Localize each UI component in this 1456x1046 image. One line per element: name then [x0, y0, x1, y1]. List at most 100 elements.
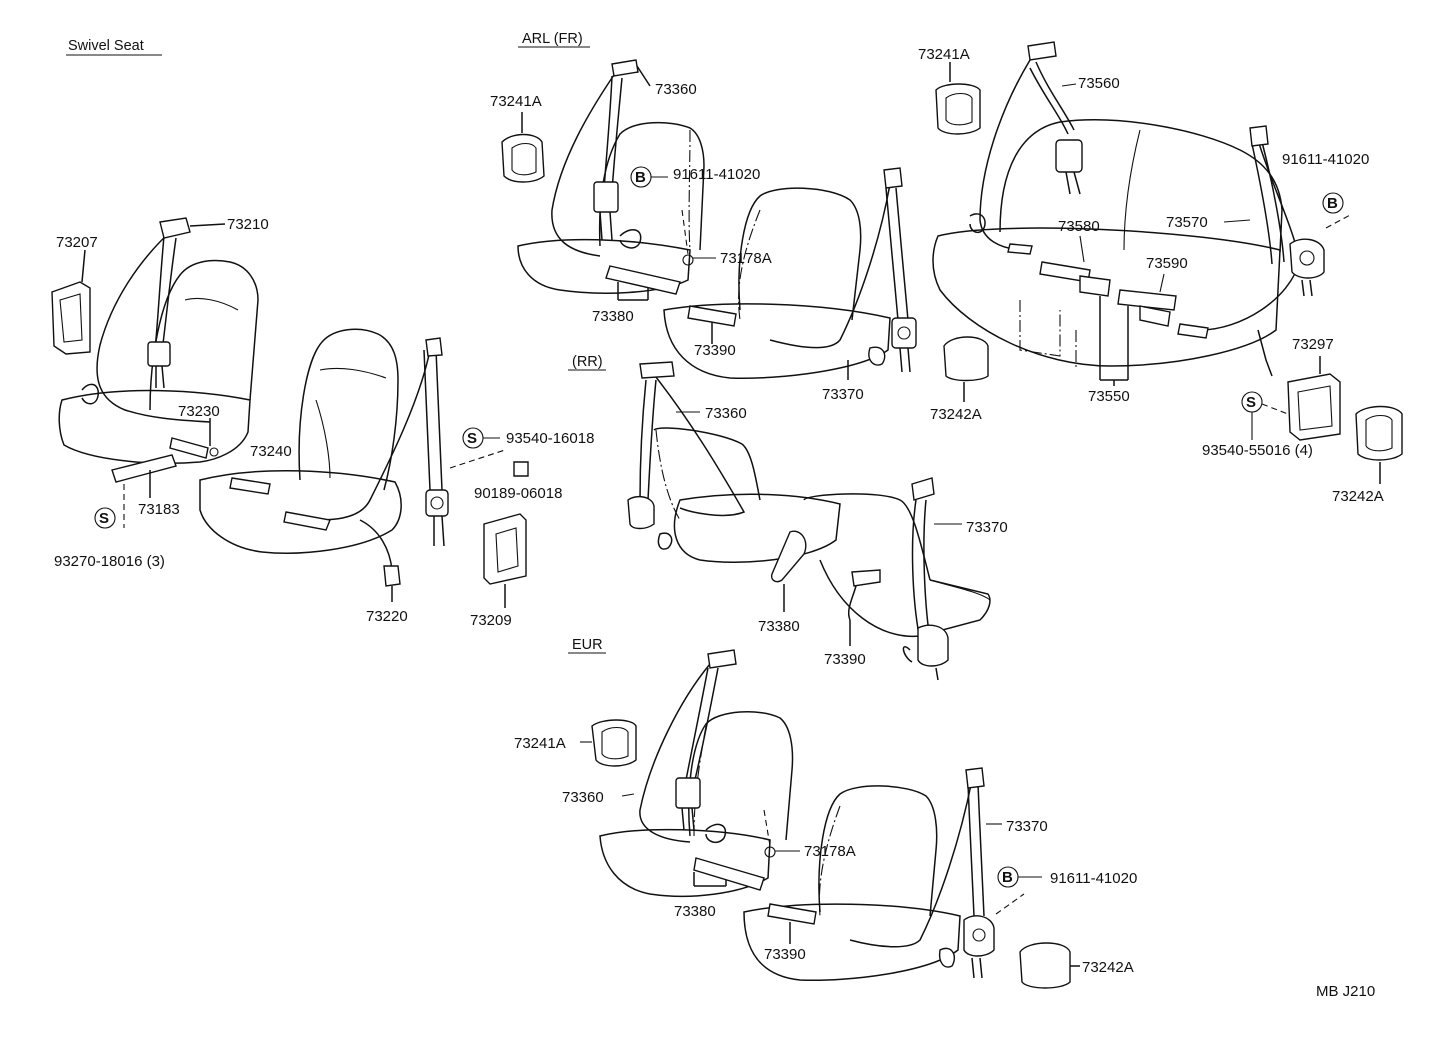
part-eur-73242a-cover — [1019, 942, 1071, 989]
part-bench-73590-buckle — [1117, 289, 1177, 311]
label-swivel-73240: 73240 — [250, 443, 292, 460]
section-title-rr: (RR) — [568, 354, 606, 371]
section-title-swivel-seat: Swivel Seat — [66, 38, 162, 56]
label-bench-73570: 73570 — [1166, 214, 1208, 231]
marker-b-text: B — [1327, 195, 1338, 212]
part-bench-73297-cover — [1287, 373, 1341, 441]
label-eur-73178a: 73178A — [804, 843, 856, 860]
rr-right-seat-cushion — [819, 559, 991, 638]
part-arl-73390-buckle — [687, 305, 737, 327]
part-bench-73241a-cover — [935, 83, 981, 135]
part-arl-73178a-bolt — [682, 254, 694, 266]
part-bench-73242a-cover — [1355, 405, 1403, 461]
swivel-seat-group — [51, 217, 529, 608]
part-73207-cover — [51, 281, 91, 355]
rr-rear-group — [627, 361, 991, 681]
marker-s-bench: S — [1241, 391, 1263, 440]
label-bench-93540: 93540-55016 (4) — [1202, 442, 1313, 459]
label-rr-73380: 73380 — [758, 618, 800, 635]
part-73210-anchor — [159, 217, 191, 239]
label-arl-73390: 73390 — [694, 342, 736, 359]
label-swivel-73220: 73220 — [366, 608, 408, 625]
marker-b-text: B — [635, 169, 646, 186]
marker-s-text: S — [467, 430, 477, 447]
bench-seat-cushion — [932, 227, 1281, 367]
label-swivel-73209: 73209 — [470, 612, 512, 629]
part-rr-73360-anchor — [639, 361, 675, 379]
rr-right-seat-back — [803, 493, 931, 581]
part-bench-73570-retractor — [1289, 238, 1325, 279]
label-eur-73370: 73370 — [1006, 818, 1048, 835]
label-bench-73580: 73580 — [1058, 218, 1100, 235]
label-rr-73360: 73360 — [705, 405, 747, 422]
label-bench-73297: 73297 — [1292, 336, 1334, 353]
eur-group — [591, 649, 1080, 989]
label-arl-73380: 73380 — [592, 308, 634, 325]
section-title-arl-fr: ARL (FR) — [518, 31, 590, 48]
part-arl-73380-buckle — [605, 265, 681, 295]
label-eur-73242a: 73242A — [1082, 959, 1134, 976]
label-swivel-93540: 93540-16018 — [506, 430, 594, 447]
swivel-front-belt-webbing — [299, 349, 431, 521]
bench-seat-group — [932, 41, 1403, 484]
part-eur-73380-buckle — [693, 857, 765, 891]
label-eur-73360: 73360 — [562, 789, 604, 806]
label-swivel-93270: 93270-18016 (3) — [54, 553, 165, 570]
part-arl-73360-anchor — [611, 59, 639, 77]
marker-s-text: S — [1246, 394, 1256, 411]
rr-left-belt-webbing — [639, 379, 657, 501]
diagram-code: MB J210 — [1316, 983, 1375, 1000]
arl-passenger-belt-webbing — [769, 183, 891, 349]
arl-front-group — [501, 59, 989, 402]
label-arl-73242a: 73242A — [930, 406, 982, 423]
label-swivel-73207: 73207 — [56, 234, 98, 251]
section-title-rr-text: (RR) — [572, 354, 603, 370]
label-bench-73550: 73550 — [1088, 388, 1130, 405]
label-bench-73241a: 73241A — [918, 46, 970, 63]
marker-s-text: S — [99, 510, 109, 527]
marker-b-eur: B — [997, 866, 1042, 888]
part-73230-buckle — [169, 437, 209, 459]
label-arl-73241a: 73241A — [490, 93, 542, 110]
label-rr-73370: 73370 — [966, 519, 1008, 536]
section-title-swivel-text: Swivel Seat — [68, 38, 144, 54]
label-bench-73590: 73590 — [1146, 255, 1188, 272]
arl-driver-belt-webbing — [551, 71, 617, 257]
rr-left-seat-back — [653, 427, 761, 501]
label-arl-73360: 73360 — [655, 81, 697, 98]
marker-b-text: B — [1002, 869, 1013, 886]
part-rr-73380-buckle — [770, 530, 807, 583]
part-73183-plate — [111, 454, 177, 483]
section-title-eur: EUR — [568, 637, 606, 654]
part-eur-73178a-bolt — [764, 846, 776, 858]
label-eur-73380: 73380 — [674, 903, 716, 920]
marker-b-bench: B — [1322, 192, 1344, 214]
eur-passenger-seat-back — [818, 785, 938, 917]
section-title-eur-text: EUR — [572, 637, 603, 653]
label-arl-91611: 91611-41020 — [673, 166, 760, 183]
marker-b-arl: B — [630, 166, 668, 188]
eur-passenger-belt-webbing — [849, 779, 973, 948]
swivel-rear-seat-cushion — [58, 389, 251, 464]
swivel-front-seat-back — [298, 328, 399, 491]
arl-passenger-seat-cushion — [663, 303, 891, 379]
label-arl-73370: 73370 — [822, 386, 864, 403]
section-title-arl-text: ARL (FR) — [522, 31, 583, 47]
eur-driver-seat-back — [688, 711, 794, 841]
label-eur-73241a: 73241A — [514, 735, 566, 752]
marker-s-swivel-upper: S — [462, 427, 500, 449]
label-bench-73242a: 73242A — [1332, 488, 1384, 505]
label-swivel-73183: 73183 — [138, 501, 180, 518]
part-eur-73370-retractor — [963, 915, 995, 957]
eur-driver-belt-webbing — [639, 663, 711, 843]
swivel-rear-belt-webbing — [96, 231, 211, 423]
label-swivel-73230: 73230 — [178, 403, 220, 420]
eur-driver-seat-cushion — [599, 828, 771, 898]
label-bench-73560: 73560 — [1078, 75, 1120, 92]
swivel-rear-seat-back — [149, 259, 259, 411]
bench-right-belt-webbing — [1199, 139, 1301, 331]
part-rr-73370-retractor — [917, 624, 949, 667]
eur-passenger-seat-cushion — [743, 903, 961, 981]
marker-s-swivel-lower: S — [94, 507, 116, 529]
part-bench-73560-anchor — [1027, 41, 1057, 61]
